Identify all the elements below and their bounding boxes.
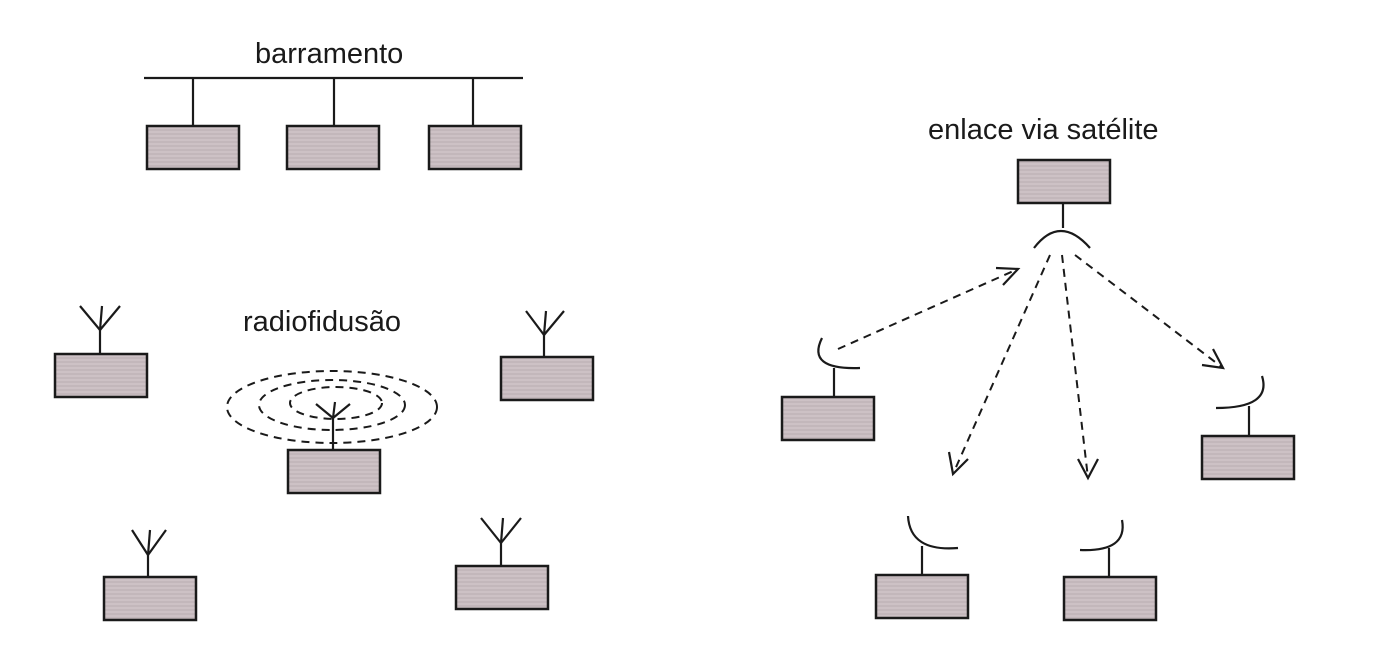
ground-station [874,515,970,620]
bus-node [145,78,241,171]
radio-node [102,529,198,622]
antenna-icon [131,529,167,577]
bus-topology [144,76,523,171]
satellite-dish-icon [1033,230,1091,249]
dish-icon [906,515,959,550]
bus-label: barramento [255,38,404,70]
bus-node-box [427,124,523,171]
broadcast-topology [53,305,595,622]
dish-icon [1215,375,1265,410]
radio-node [454,517,550,611]
ground-station-box [874,573,970,620]
radio-node-box [53,352,149,399]
radio-node-box [102,575,198,622]
central-transmitter [286,401,382,495]
ground-station-box [1200,434,1296,481]
radio-node-box [499,355,595,402]
antenna-icon [525,310,565,357]
radio-node [53,305,149,399]
ground-station-box [1062,575,1158,622]
radio-node-box [454,564,550,611]
antenna-icon [315,401,351,449]
satellite-label: enlace via satélite [928,114,1159,146]
antenna-icon [79,305,121,354]
broadcast-label: radiofidusão [243,306,401,338]
ground-station [1200,375,1296,481]
satellite-topology [780,158,1296,622]
dish-icon [1079,519,1124,552]
bus-node-box [285,124,381,171]
transmitter-box [286,448,382,495]
antenna-icon [480,517,522,566]
uplink-arrow [837,266,1021,350]
downlink-arrow [1074,254,1225,370]
satellite-links [837,254,1225,481]
downlink-arrow [947,254,1051,477]
ground-station [780,337,876,442]
ground-station-box [780,395,876,442]
downlink-arrow [1061,254,1099,481]
bus-node [427,78,523,171]
bus-node-box [145,124,241,171]
dish-icon [817,337,861,370]
radio-node [499,310,595,402]
satellite-box [1016,158,1112,205]
satellite-hub [1016,158,1112,249]
ground-station [1062,519,1158,622]
bus-node [285,78,381,171]
